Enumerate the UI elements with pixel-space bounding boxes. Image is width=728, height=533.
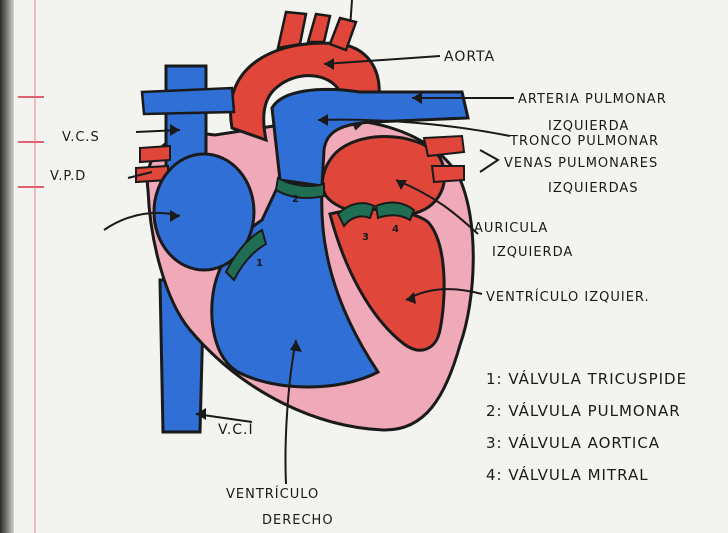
aortic-branch	[308, 14, 330, 42]
label-auricula: AURICULA	[474, 221, 548, 236]
legend-item: 2: VÁLVULA PULMONAR	[486, 401, 681, 420]
label-vpd: V.P.D	[50, 169, 86, 184]
label-venas-pulmonares: VENAS PULMONARES	[504, 156, 658, 171]
valve-number-1: 1	[256, 258, 263, 269]
label-tronco-pulmonar: TRONCO PULMONAR	[509, 134, 659, 149]
legend-item: 3: VÁLVULA AORTICA	[486, 433, 660, 452]
pulmonary-artery-right	[142, 88, 234, 114]
venas-pulmonares-bracket	[480, 150, 498, 172]
label-ventriculo-der-2: DERECHO	[262, 513, 334, 528]
label-arteria-pulmonar-izq: IZQUIERDA	[548, 119, 629, 134]
label-auricula-izq: IZQUIERDA	[492, 245, 573, 260]
valve-number-4: 4	[392, 224, 399, 235]
label-ventriculo-izq: VENTRÍCULO IZQUIER.	[486, 289, 650, 305]
valve-number-2: 2	[292, 194, 299, 205]
valve-number-3: 3	[362, 232, 369, 243]
label-vcs: V.C.S	[62, 130, 100, 145]
legend-item: 1: VÁLVULA TRICUSPIDE	[486, 369, 687, 388]
aortic-branch	[330, 18, 356, 50]
label-arteria-pulmonar: ARTERIA PULMONAR	[518, 92, 667, 107]
label-vci: V.C.I	[218, 422, 254, 438]
label-aorta: AORTA	[444, 49, 495, 65]
pulmonary-vein-left	[424, 136, 464, 156]
pulmonary-vein-right	[140, 146, 170, 162]
label-venas-pulmonares-izq: IZQUIERDAS	[548, 181, 639, 196]
pulmonary-vein-left	[432, 166, 464, 182]
valve-legend: 1: VÁLVULA TRICUSPIDE 2: VÁLVULA PULMONA…	[486, 369, 687, 484]
legend-item: 4: VÁLVULA MITRAL	[486, 465, 649, 484]
label-ventriculo-der: VENTRÍCULO	[226, 486, 319, 502]
aortic-branch	[278, 12, 306, 48]
